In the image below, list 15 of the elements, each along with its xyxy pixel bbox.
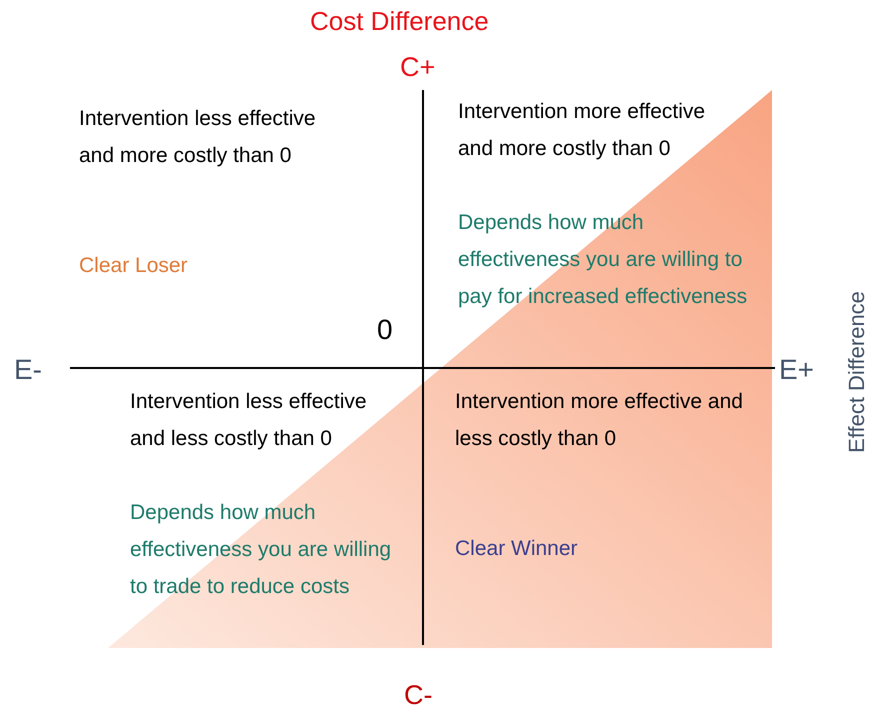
- quadrant-description: Intervention less effective and less costly than 0: [130, 389, 368, 452]
- axis-title: Cost Difference: [310, 5, 490, 38]
- axis-end-label: C+: [400, 51, 436, 84]
- axis-end-label: C-: [404, 679, 434, 712]
- quadrant-note: Depends how much effectiveness you are willing to trade to reduce costs: [130, 500, 392, 600]
- origin-label: 0: [377, 313, 394, 347]
- axis-end-label: E+: [779, 353, 816, 387]
- quadrant-verdict: Clear Winner: [455, 536, 579, 562]
- quadrant-description: Intervention more effective and less costly than 0: [455, 389, 744, 452]
- quadrant-note: Depends how much effectiveness you are willing to pay for increased effectiveness: [458, 210, 748, 310]
- quadrant-description: Intervention more effective and more costly than 0: [458, 99, 706, 162]
- axis-title: Effect Difference: [843, 290, 870, 455]
- quadrant-description: Intervention less effective and more costly than 0: [79, 106, 317, 169]
- quadrant-verdict: Clear Loser: [79, 253, 189, 279]
- axis-end-label: E-: [14, 353, 43, 387]
